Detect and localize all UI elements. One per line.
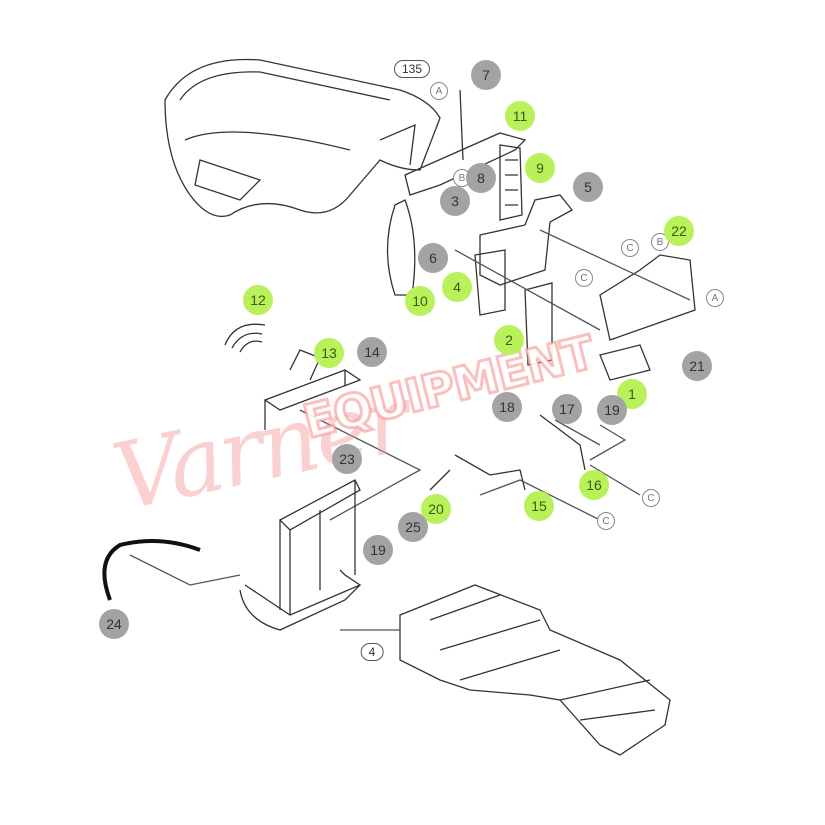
callout-3[interactable]: 3 [440,186,470,216]
callout-19[interactable]: 19 [363,535,393,565]
ref-c[interactable]: C [621,239,639,257]
struts [429,414,586,491]
callout-24[interactable]: 24 [99,609,129,639]
callout-22[interactable]: 22 [664,216,694,246]
bracket-1 [599,344,651,381]
callout-135[interactable]: 135 [393,60,431,78]
plate-4 [474,249,506,316]
ref-a[interactable]: A [430,82,448,100]
seal-24 [102,539,201,601]
main-frame-drawing [340,584,671,756]
ref-a[interactable]: A [706,289,724,307]
callout-4[interactable]: 4 [442,272,472,302]
bolt-7 [459,89,464,161]
ref-c[interactable]: C [575,269,593,287]
callout-17[interactable]: 17 [552,394,582,424]
callout-25[interactable]: 25 [398,512,428,542]
callout-14[interactable]: 14 [357,337,387,367]
grille-9 [499,144,523,221]
callout-12[interactable]: 12 [243,285,273,315]
callout-8[interactable]: 8 [466,163,496,193]
callout-11[interactable]: 11 [505,101,535,131]
callout-23[interactable]: 23 [332,444,362,474]
seat-frame-drawing [239,479,362,631]
callout-9[interactable]: 9 [525,153,555,183]
callout-6[interactable]: 6 [418,243,448,273]
callout-19[interactable]: 19 [597,395,627,425]
bracket-22 [599,254,696,341]
callout-10[interactable]: 10 [405,286,435,316]
callout-16[interactable]: 16 [579,470,609,500]
callout-15[interactable]: 15 [524,491,554,521]
callout-5[interactable]: 5 [573,172,603,202]
callout-2[interactable]: 2 [494,325,524,355]
plate-5 [479,194,573,286]
bracket-13 [263,349,362,430]
panel-10 [386,199,416,296]
ref-c[interactable]: C [597,512,615,530]
clamp-12 [224,323,266,353]
callout-frame-4[interactable]: 4 [360,643,384,661]
hood-drawing [164,58,441,218]
callout-7[interactable]: 7 [471,60,501,90]
callout-21[interactable]: 21 [682,351,712,381]
callout-18[interactable]: 18 [492,392,522,422]
trim-11 [404,132,527,196]
plate-2 [524,282,553,366]
ref-c[interactable]: C [642,489,660,507]
callout-13[interactable]: 13 [314,338,344,368]
